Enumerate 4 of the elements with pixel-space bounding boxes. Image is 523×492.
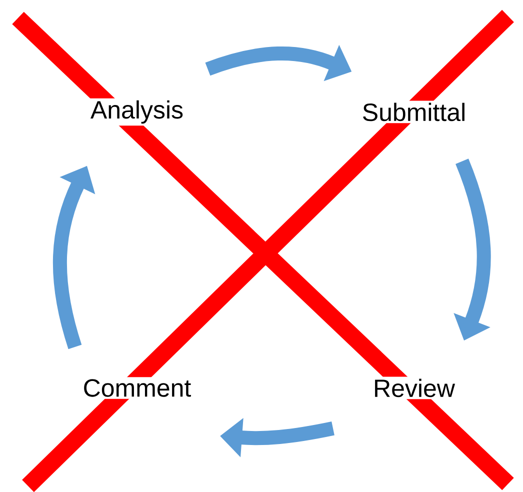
step-label: Analysis <box>88 98 186 126</box>
step-label: Submittal <box>360 100 468 124</box>
step-label: Review <box>371 376 457 400</box>
step-label: Comment <box>80 377 194 399</box>
